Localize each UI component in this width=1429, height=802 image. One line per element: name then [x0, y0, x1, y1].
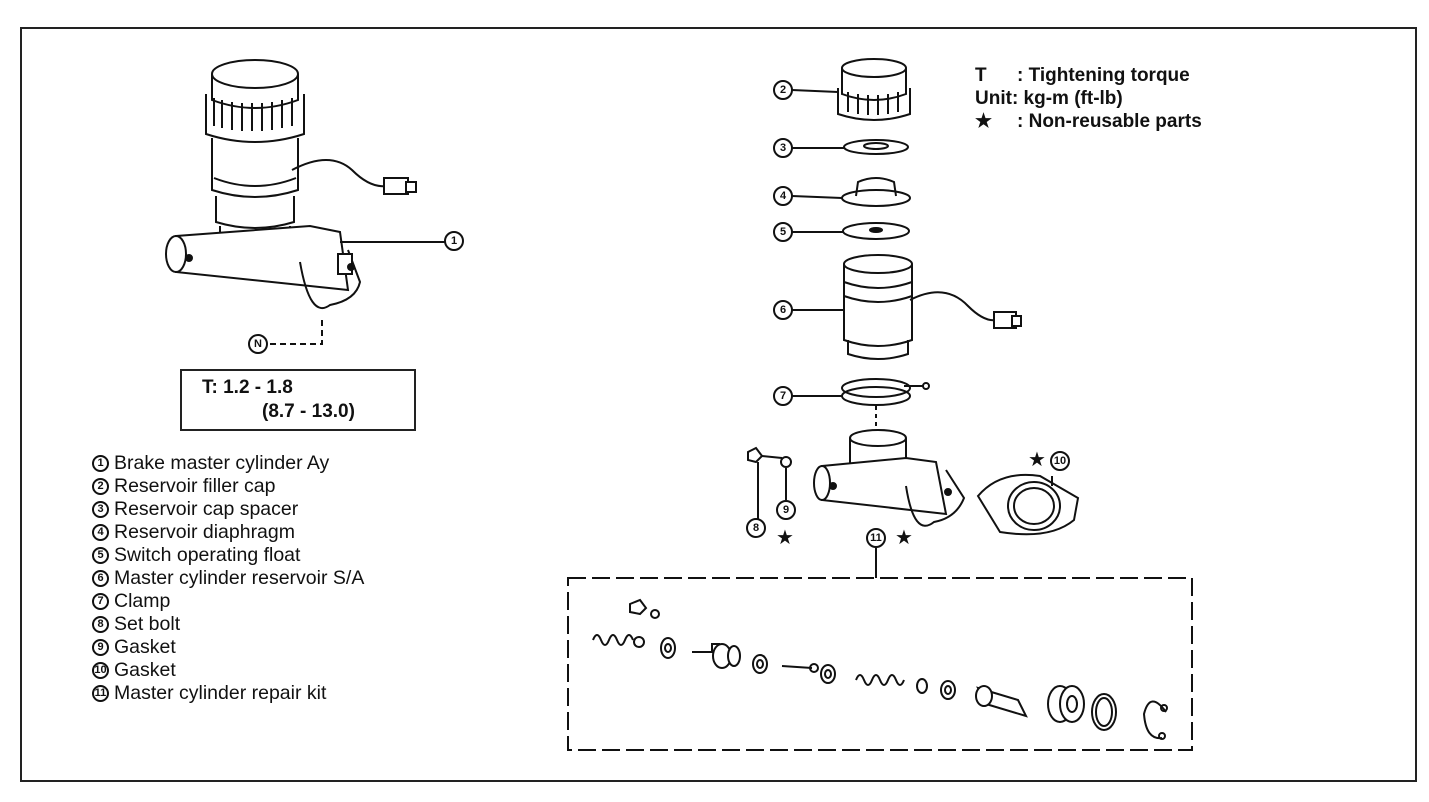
callout-3: 3 [773, 138, 793, 158]
legend-row-nonreusable: ★ : Non-reusable parts [975, 111, 1202, 132]
diagram-frame [20, 27, 1417, 782]
callout-11: 11 [866, 528, 886, 548]
callout-7: 7 [773, 386, 793, 406]
callout-1: 1 [444, 231, 464, 251]
callout-10: 10 [1050, 451, 1070, 471]
star-icon: ★ [895, 527, 913, 549]
assembled-master-cylinder [165, 59, 445, 345]
star-icon: ★ [1028, 449, 1046, 471]
torque-line-1: T: 1.2 - 1.8 [202, 377, 293, 398]
callout-5: 5 [773, 222, 793, 242]
torque-spec-box: T: 1.2 - 1.8 (8.7 - 13.0) [180, 369, 416, 431]
star-icon: ★ [975, 111, 993, 132]
callout-8: 8 [746, 518, 766, 538]
torque-line-2: (8.7 - 13.0) [262, 401, 355, 422]
legend-row-unit: Unit : kg-m (ft-lb) [975, 88, 1123, 109]
exploded-parts [747, 58, 1080, 578]
callout-6: 6 [773, 300, 793, 320]
star-icon: ★ [776, 527, 794, 549]
legend: T : Tightening torque Unit : kg-m (ft-lb… [975, 64, 1202, 133]
repair-kit-box [567, 577, 1193, 751]
legend-row-torque: T : Tightening torque [975, 65, 1190, 86]
callout-n: N [248, 334, 268, 354]
callout-9: 9 [776, 500, 796, 520]
callout-4: 4 [773, 186, 793, 206]
callout-2: 2 [773, 80, 793, 100]
